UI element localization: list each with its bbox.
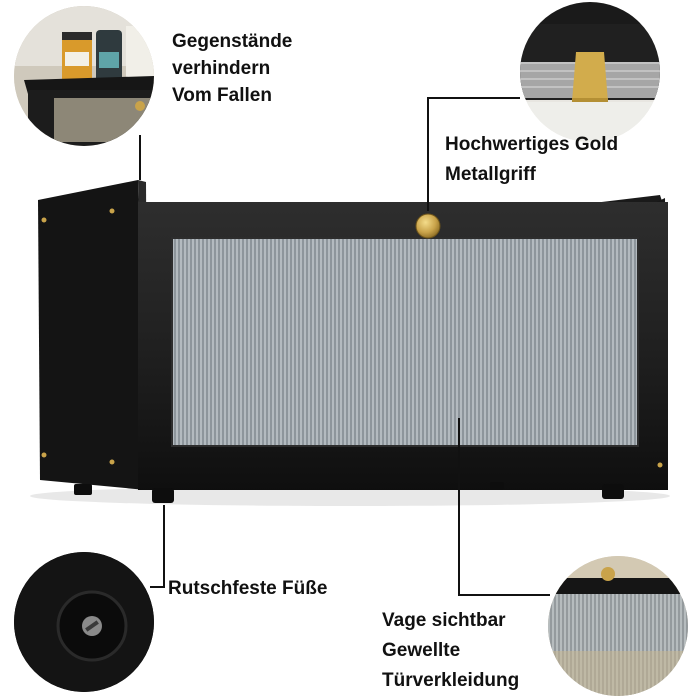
foot-left <box>74 484 92 495</box>
handle-detail-image <box>520 2 660 142</box>
label-fluted-panel: Vage sichtbar Gewellte Türverkleidung <box>382 606 519 696</box>
fluted-glass-panel <box>172 238 638 446</box>
leader-line-foot-v <box>163 505 165 587</box>
shelf-detail-image <box>14 6 154 146</box>
gold-handle <box>415 213 441 239</box>
left-side-panel <box>38 180 146 490</box>
leader-line-handle-h <box>427 97 520 99</box>
label-non-slip-feet: Rutschfeste Füße <box>168 575 327 602</box>
label-line: Vage sichtbar <box>382 610 506 631</box>
leader-line-handle-v <box>427 97 429 211</box>
foot-front-right <box>602 484 624 499</box>
leader-line-panel-v <box>458 418 460 595</box>
label-line: Vom Fallen <box>172 85 272 106</box>
detail-circle-shelf <box>14 6 154 146</box>
detail-circle-panel <box>548 556 688 696</box>
label-line: verhindern <box>172 58 271 79</box>
foot-front-left <box>152 488 174 503</box>
label-line: Gegenstände <box>172 31 293 52</box>
label-line: Rutschfeste Füße <box>168 578 328 599</box>
label-gold-handle: Hochwertiges Gold Metallgriff <box>445 130 618 190</box>
leader-line-panel-h <box>458 594 550 596</box>
panel-detail-image <box>548 556 688 696</box>
leader-line-shelf <box>139 135 141 180</box>
label-line: Türverkleidung <box>382 670 520 691</box>
label-line: Metallgriff <box>445 164 536 185</box>
detail-circle-handle <box>520 2 660 142</box>
label-line: Hochwertiges Gold <box>445 134 619 155</box>
leader-line-foot-h <box>150 586 165 588</box>
detail-circle-foot <box>14 552 154 692</box>
label-line: Gewellte <box>382 640 461 661</box>
label-prevent-falling: Gegenstände verhindern Vom Fallen <box>172 28 292 109</box>
foot-detail-image <box>14 552 154 692</box>
foot-back-right <box>490 482 504 490</box>
